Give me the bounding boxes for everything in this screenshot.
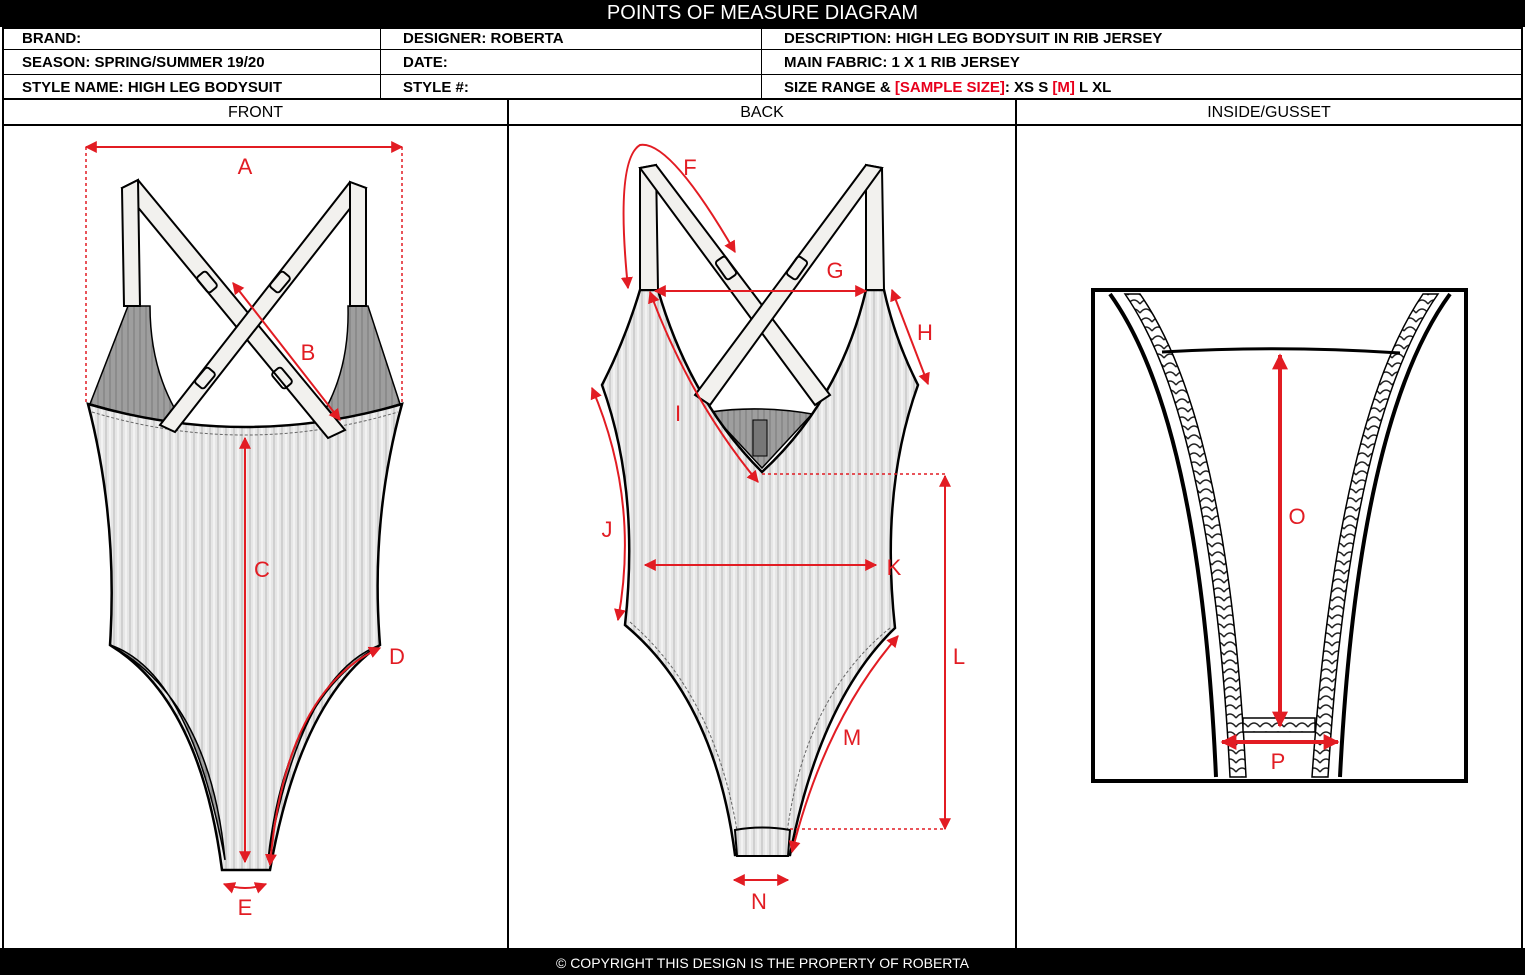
size-range-field: SIZE RANGE & [SAMPLE SIZE]: XS S [M] L X… [764, 76, 1111, 100]
back-measurements [590, 143, 951, 886]
pom-label-p: P [1271, 749, 1286, 774]
pom-label-f: F [683, 155, 696, 180]
pom-label-n: N [751, 889, 767, 914]
brand-field: BRAND: [22, 30, 82, 47]
panel-header-front: FRONT [227, 104, 284, 121]
back-garment [600, 163, 920, 857]
style-name-field: STYLE NAME: HIGH LEG BODYSUIT [22, 79, 283, 96]
pom-label-b: B [301, 340, 316, 365]
pom-label-o: O [1288, 504, 1305, 529]
pom-label-m: M [843, 725, 861, 750]
description-field: DESCRIPTION: HIGH LEG BODYSUIT IN RIB JE… [784, 30, 1163, 47]
diagram-title: POINTS OF MEASURE DIAGRAM [0, 0, 1525, 27]
pom-label-d: D [389, 644, 405, 669]
pom-label-l: L [953, 644, 965, 669]
sizes-after: L XL [1074, 79, 1112, 96]
pom-label-c: C [254, 557, 270, 582]
designer-field: DESIGNER: ROBERTA [403, 30, 564, 47]
date-field: DATE: [403, 54, 448, 71]
gusset-measurements [1220, 353, 1340, 750]
pom-label-i: I [675, 401, 681, 426]
panel-header-back: BACK [740, 104, 784, 121]
season-field: SEASON: SPRING/SUMMER 19/20 [22, 54, 265, 71]
main-fabric-field: MAIN FABRIC: 1 X 1 RIB JERSEY [784, 54, 1020, 71]
front-measurements [84, 141, 404, 894]
pom-label-k: K [887, 555, 902, 580]
sample-size-label: [SAMPLE SIZE] [894, 79, 1005, 96]
sample-size-value: [M] [1052, 79, 1075, 96]
pom-label-g: G [826, 258, 843, 283]
size-range-prefix: SIZE RANGE & [784, 79, 895, 96]
spec-info-table: BRAND: DESIGNER: ROBERTA DESCRIPTION: HI… [2, 27, 1523, 100]
copyright-footer: © COPYRIGHT THIS DESIGN IS THE PROPERTY … [0, 948, 1525, 975]
pom-label-j: J [602, 517, 613, 542]
panel-header-inside: INSIDE/GUSSET [1207, 104, 1331, 121]
sizes-before: : XS S [1004, 79, 1053, 96]
pom-label-h: H [917, 320, 933, 345]
style-number-field: STYLE #: [403, 79, 469, 96]
pom-label-e: E [238, 895, 253, 920]
pom-label-a: A [238, 154, 253, 179]
